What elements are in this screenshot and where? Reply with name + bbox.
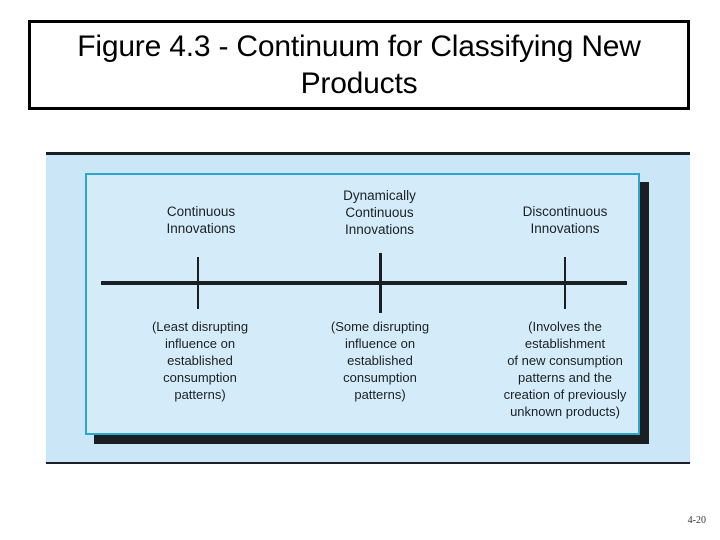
continuum-description-dynamically-continuous: (Some disrupting influence on establishe… — [330, 319, 430, 402]
slide-page-number: 4-20 — [687, 515, 706, 526]
tick-mark-continuous — [197, 257, 199, 309]
figure-title-box: Figure 4.3 - Continuum for Classifying N… — [28, 20, 690, 110]
continuum-diagram-panel: Continuous Innovations Dynamically Conti… — [85, 173, 640, 435]
page-title: Figure 4.3 - Continuum for Classifying N… — [77, 30, 641, 100]
continuum-description-continuous: (Least disrupting influence on establish… — [151, 319, 249, 402]
continuum-axis-line — [101, 281, 627, 285]
continuum-heading-continuous: Continuous Innovations — [166, 204, 236, 236]
figure-outer-frame: Continuous Innovations Dynamically Conti… — [46, 152, 690, 464]
continuum-description-discontinuous: (Involves the establishment of new consu… — [503, 319, 627, 419]
continuum-heading-dynamically-continuous: Dynamically Continuous Innovations — [343, 188, 416, 237]
continuum-heading-discontinuous: Discontinuous Innovations — [522, 204, 608, 236]
tick-mark-discontinuous — [564, 257, 566, 309]
tick-mark-dynamically-continuous — [379, 253, 382, 313]
